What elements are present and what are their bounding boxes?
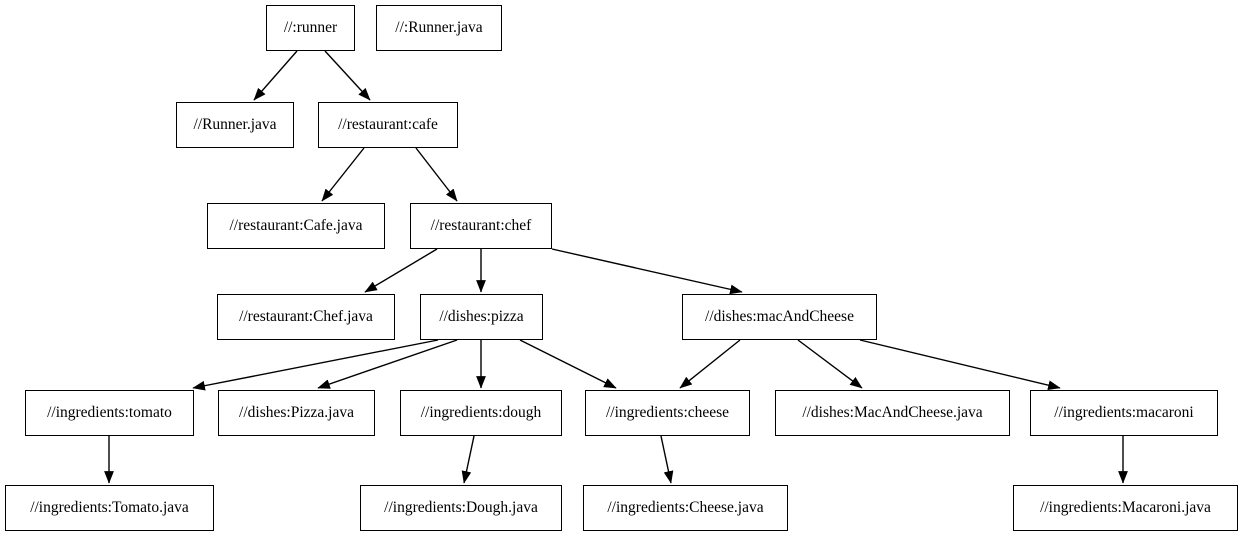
graph-node-runner[interactable]: //:runner (266, 5, 355, 51)
graph-edge-runner-to-cafe (324, 50, 371, 101)
graph-node-dough[interactable]: //ingredients:dough (400, 390, 562, 436)
graph-node-label: //dishes:macAndCheese (705, 308, 854, 326)
graph-node-label: //restaurant:cafe (338, 116, 438, 134)
graph-node-pizza_java[interactable]: //dishes:Pizza.java (218, 390, 375, 436)
graph-node-tomato[interactable]: //ingredients:tomato (25, 390, 194, 436)
graph-node-label: //ingredients:tomato (47, 404, 172, 422)
graph-node-chef_java[interactable]: //restaurant:Chef.java (217, 294, 395, 340)
graph-node-cafe_java[interactable]: //restaurant:Cafe.java (207, 203, 385, 249)
graph-node-label: //ingredients:Cheese.java (607, 499, 764, 517)
graph-node-macaroni[interactable]: //ingredients:macaroni (1030, 390, 1218, 436)
graph-node-label: //Runner.java (193, 116, 277, 134)
graph-node-macandcheese[interactable]: //dishes:macAndCheese (682, 294, 877, 340)
graph-node-label: //:runner (283, 19, 338, 37)
graph-node-macandcheese_java[interactable]: //dishes:MacAndCheese.java (775, 390, 1010, 436)
graph-node-runner_java[interactable]: //Runner.java (176, 102, 294, 148)
graph-node-dough_java[interactable]: //ingredients:Dough.java (360, 485, 562, 531)
graph-node-runner_java_root[interactable]: //:Runner.java (376, 5, 502, 51)
graph-node-label: //ingredients:Dough.java (384, 499, 538, 517)
graph-edge-pizza-to-pizza_java (317, 339, 458, 389)
graph-node-cheese[interactable]: //ingredients:cheese (585, 390, 750, 436)
graph-node-label: //ingredients:dough (420, 404, 542, 422)
graph-edge-pizza-to-cheese (519, 339, 617, 389)
graph-edge-pizza-to-tomato (192, 339, 439, 391)
graph-node-macaroni_java[interactable]: //ingredients:Macaroni.java (1013, 485, 1238, 531)
graph-node-label: //ingredients:Macaroni.java (1040, 499, 1211, 517)
graph-node-chef[interactable]: //restaurant:chef (410, 203, 552, 249)
graph-node-label: //restaurant:chef (430, 217, 532, 235)
graph-node-label: //dishes:pizza (439, 308, 524, 326)
graph-node-cheese_java[interactable]: //ingredients:Cheese.java (583, 485, 788, 531)
graph-node-label: //restaurant:Cafe.java (229, 217, 363, 235)
graph-node-label: //dishes:Pizza.java (239, 404, 354, 422)
graph-edge-macandcheese-to-macaroni (859, 339, 1061, 390)
graph-node-pizza[interactable]: //dishes:pizza (420, 294, 543, 340)
graph-node-label: //restaurant:Chef.java (239, 308, 373, 326)
graph-node-label: //:Runner.java (395, 19, 483, 37)
graph-node-label: //ingredients:macaroni (1054, 404, 1194, 422)
graph-edge-cafe-to-cafe_java (321, 147, 365, 202)
graph-node-tomato_java[interactable]: //ingredients:Tomato.java (5, 485, 214, 531)
graph-edge-macandcheese-to-cheese (679, 339, 741, 389)
graph-edge-runner-to-runner_java (253, 50, 298, 101)
graph-node-label: //ingredients:Tomato.java (30, 499, 189, 517)
graph-edge-chef-to-macandcheese (551, 248, 743, 295)
graph-edge-dough-to-dough_java (461, 435, 475, 484)
graph-edge-cafe-to-chef (415, 147, 458, 202)
graph-edge-chef-to-chef_java (364, 248, 438, 293)
graph-node-cafe[interactable]: //restaurant:cafe (318, 102, 458, 148)
graph-edge-cheese-to-cheese_java (660, 435, 674, 484)
graph-node-label: //ingredients:cheese (605, 404, 730, 422)
graph-node-label: //dishes:MacAndCheese.java (802, 404, 983, 422)
graph-edge-macandcheese-to-macandcheese_java (797, 339, 863, 389)
